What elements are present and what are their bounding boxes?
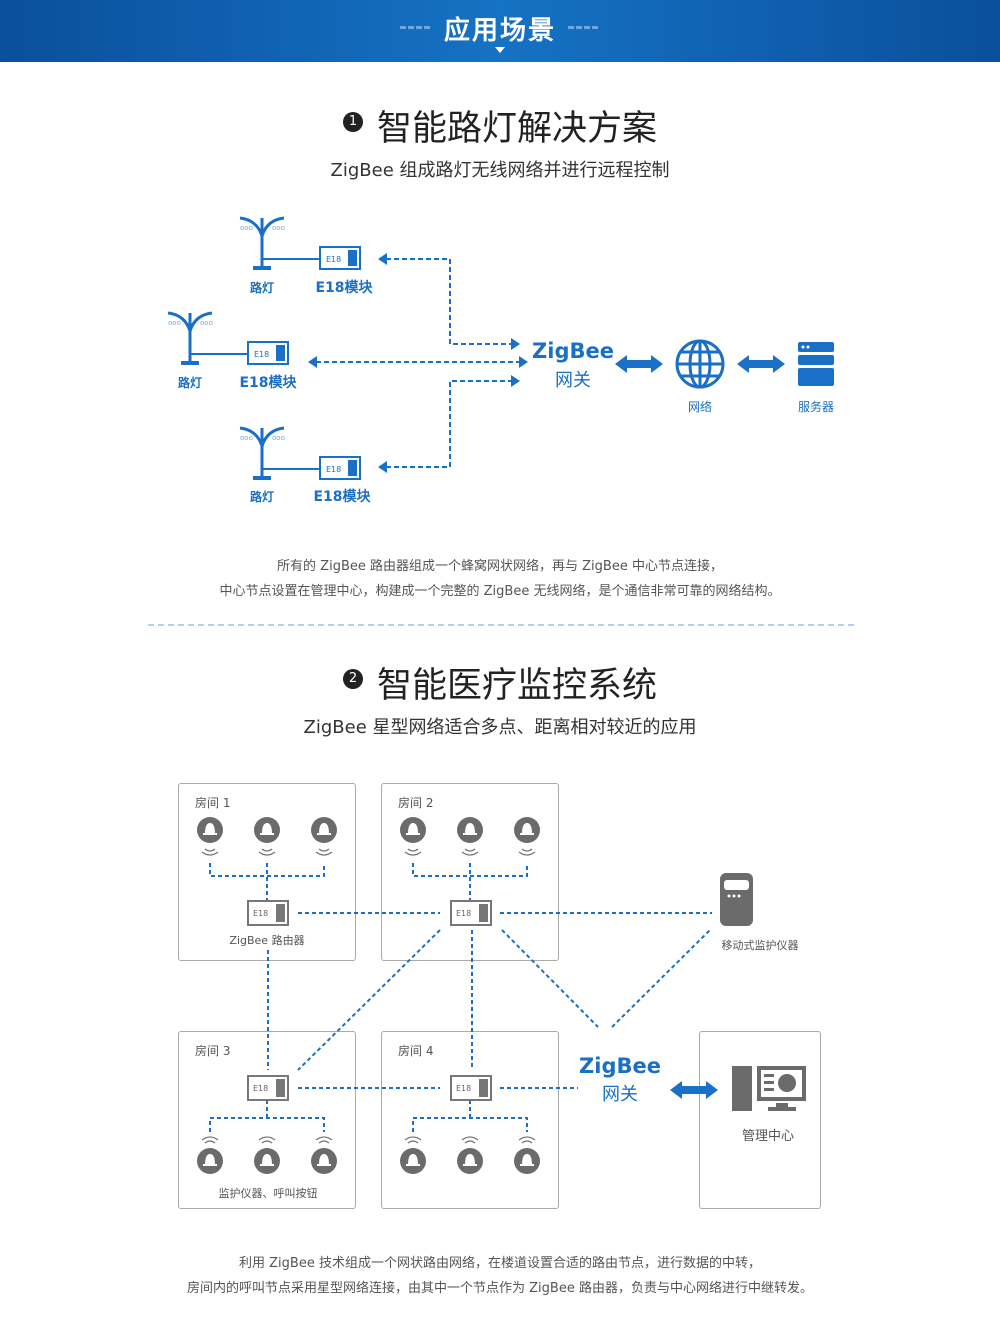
- computer-icon: [732, 1066, 806, 1111]
- section2-title: 2 智能医疗监控系统: [342, 657, 658, 708]
- title-text: 智能医疗监控系统: [376, 666, 658, 706]
- module-label: E18模块: [239, 375, 297, 391]
- header-banner: 应用场景: [0, 0, 1000, 62]
- streetlamp-label: 路灯: [249, 281, 275, 295]
- streetlamp-icon: [166, 311, 215, 367]
- divider: [568, 26, 598, 29]
- mobile-monitor-icon: [720, 873, 753, 926]
- title-text: 智能路灯解决方案: [376, 109, 658, 149]
- description-line: 中心节点设置在管理中心，构建成一个完整的 ZigBee 无线网络，是个通信非常可…: [219, 584, 781, 599]
- e18-module-icon: [319, 246, 361, 270]
- streetlamp-network: [166, 216, 834, 482]
- section1-title: 1 智能路灯解决方案: [342, 100, 658, 151]
- gateway-label: 网关: [602, 1084, 638, 1105]
- bidirectional-arrow-icon: [670, 1081, 718, 1099]
- gateway-label: ZigBee: [579, 1054, 661, 1078]
- module-label: E18模块: [315, 280, 373, 296]
- module-label: E18模块: [313, 489, 371, 505]
- mobile-monitor-label: 移动式监护仪器: [721, 939, 799, 952]
- zigbee-router-icon: [247, 900, 289, 926]
- divider: [400, 26, 430, 29]
- network-label: 网络: [687, 400, 713, 414]
- zigbee-router-icon: [450, 900, 492, 926]
- header-title: 应用场景: [443, 16, 556, 46]
- medical-network: [209, 863, 806, 1132]
- globe-icon: [675, 339, 725, 389]
- section2-subtitle: ZigBee 星型网络适合多点、距离相对较近的应用: [303, 717, 697, 738]
- description-line: 房间内的呼叫节点采用星型网络连接，由其中一个节点作为 ZigBee 路由器，负责…: [187, 1281, 813, 1296]
- server-label: 服务器: [797, 400, 835, 414]
- number-badge: 1: [342, 112, 363, 132]
- server-icon: [798, 342, 834, 386]
- streetlamp-icon: [238, 426, 287, 482]
- streetlamp-label: 路灯: [177, 376, 203, 390]
- streetlamp-icon: [238, 216, 287, 272]
- description-line: 利用 ZigBee 技术组成一个网状路由网络，在楼道设置合适的路由节点，进行数据…: [239, 1256, 761, 1271]
- management-center-label: 管理中心: [741, 1129, 795, 1144]
- streetlamp-label: 路灯: [249, 490, 275, 504]
- section1-subtitle: ZigBee 组成路灯无线网络并进行远程控制: [330, 160, 670, 181]
- zigbee-router-icon: [450, 1075, 492, 1101]
- bidirectional-arrow-icon: [737, 355, 785, 373]
- zigbee-router-icon: [247, 1075, 289, 1101]
- bidirectional-arrow-icon: [615, 355, 663, 373]
- router-label: ZigBee 路由器: [229, 934, 305, 947]
- number-badge: 2: [342, 669, 363, 689]
- devices-label: 监护仪器、呼叫按钮: [218, 1187, 318, 1200]
- e18-module-icon: [319, 456, 361, 480]
- e18-module-icon: [247, 341, 289, 365]
- description-line: 所有的 ZigBee 路由器组成一个蜂窝网状网络，再与 ZigBee 中心节点连…: [277, 559, 723, 574]
- gateway-label: ZigBee: [532, 339, 614, 363]
- caret-down-icon: [495, 47, 505, 58]
- gateway-label: 网关: [555, 370, 591, 391]
